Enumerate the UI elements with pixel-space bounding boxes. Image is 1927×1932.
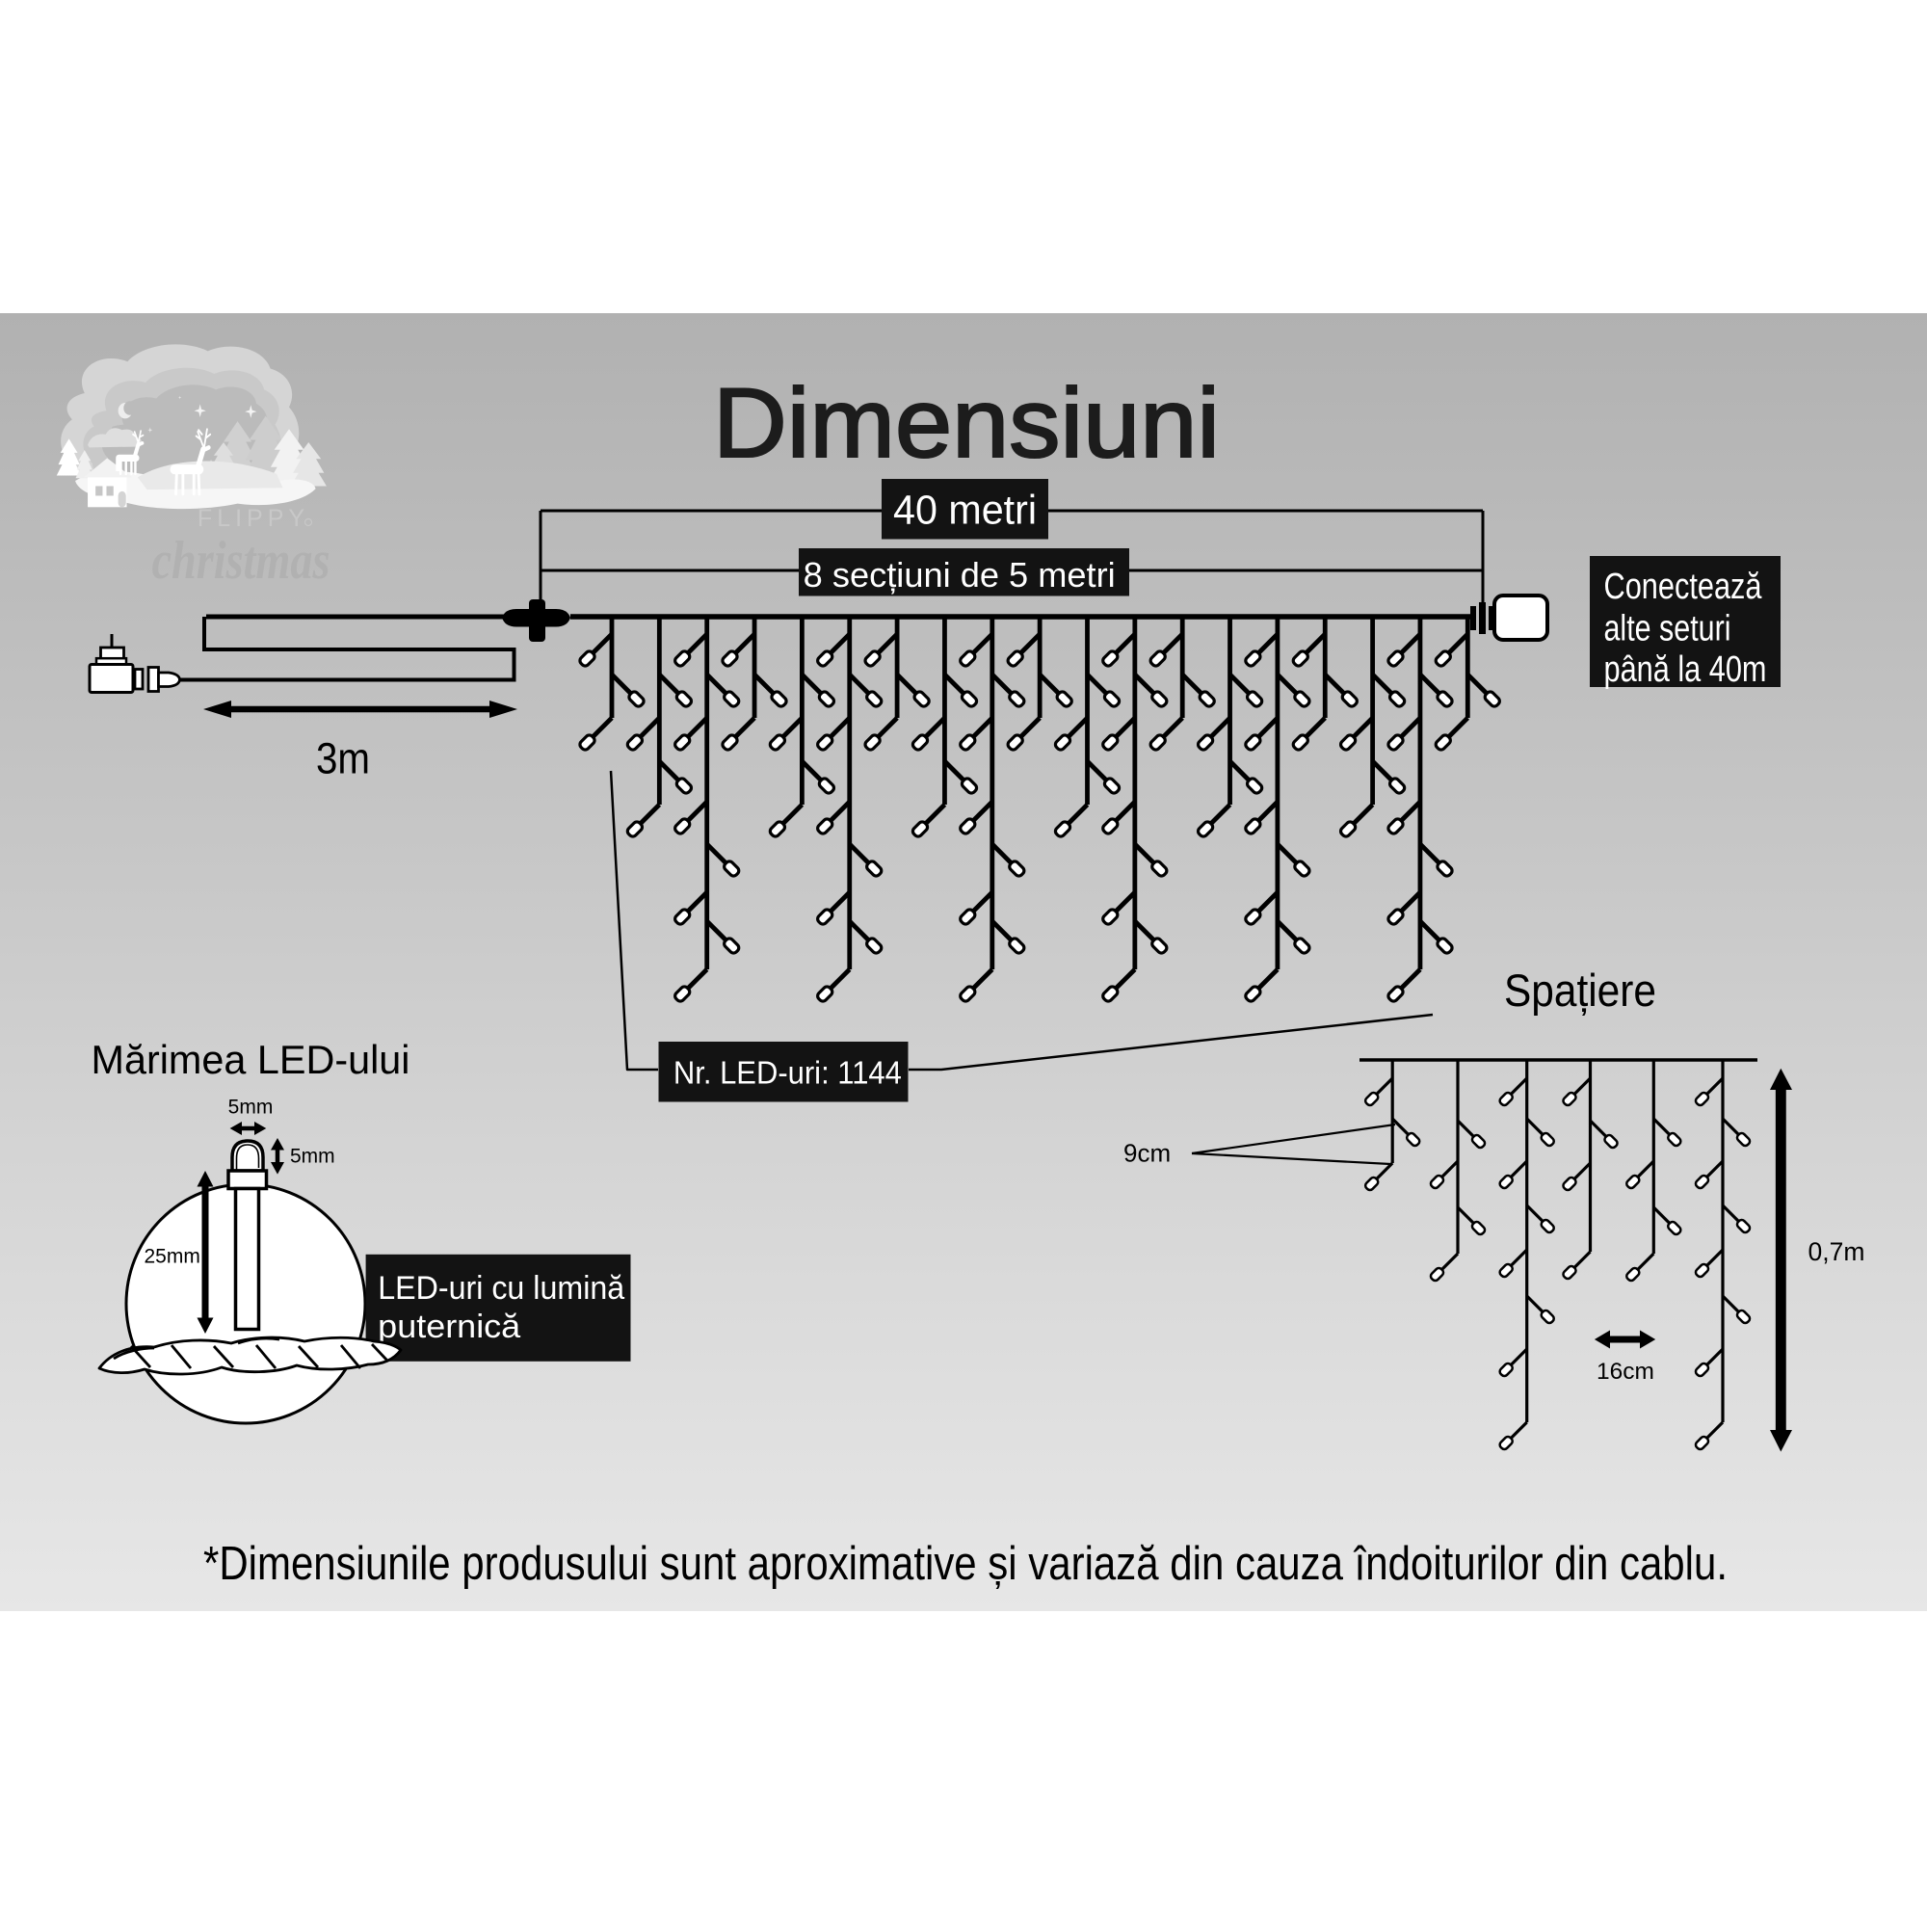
svg-text:*Dimensiunile produsului sunt: *Dimensiunile produsului sunt aproximati… [203, 1537, 1728, 1590]
svg-text:3m: 3m [316, 734, 370, 783]
svg-text:16cm: 16cm [1597, 1359, 1654, 1385]
svg-text:alte seturi: alte seturi [1604, 609, 1731, 649]
svg-text:0,7m: 0,7m [1808, 1237, 1865, 1266]
svg-text:5mm: 5mm [290, 1146, 335, 1168]
svg-text:Nr. LED-uri: 1144: Nr. LED-uri: 1144 [673, 1056, 902, 1092]
svg-text:5mm: 5mm [228, 1097, 274, 1119]
svg-text:Mărimea LED-ului: Mărimea LED-ului [92, 1037, 410, 1082]
svg-text:9cm: 9cm [1123, 1139, 1171, 1168]
svg-text:LED-uri cu lumină: LED-uri cu lumină [378, 1270, 624, 1307]
svg-text:christmas: christmas [152, 531, 330, 591]
svg-text:Spațiere: Spațiere [1504, 966, 1656, 1017]
svg-text:Conectează: Conectează [1604, 567, 1763, 607]
svg-text:40 metri: 40 metri [893, 488, 1037, 533]
svg-text:25mm: 25mm [145, 1246, 200, 1268]
svg-text:8 secțiuni de 5 metri: 8 secțiuni de 5 metri [804, 555, 1116, 595]
svg-text:până la 40m: până la 40m [1604, 649, 1767, 690]
svg-text:puternică: puternică [378, 1309, 520, 1345]
svg-text:Dimensiuni: Dimensiuni [713, 368, 1220, 478]
svg-text:FLIPPY: FLIPPY [198, 505, 309, 532]
